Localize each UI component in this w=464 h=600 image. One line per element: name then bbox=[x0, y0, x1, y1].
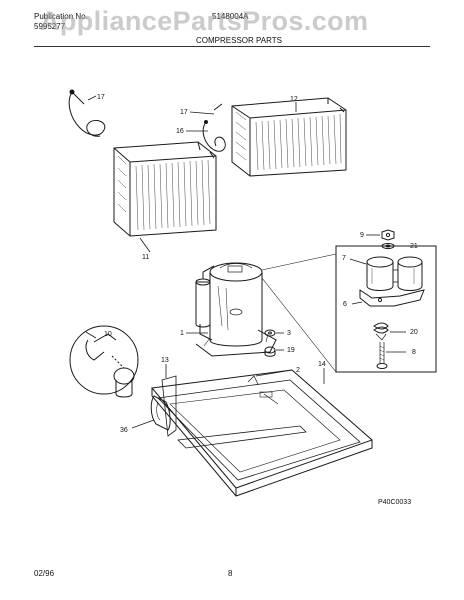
capillary-tube-coil bbox=[68, 89, 106, 137]
grommet bbox=[264, 329, 276, 337]
footer-page-number: 8 bbox=[228, 569, 233, 578]
nut bbox=[381, 229, 395, 241]
spring-clip bbox=[373, 322, 389, 341]
publication-label: Publication No. bbox=[34, 12, 88, 21]
callout-12: 12 bbox=[290, 96, 298, 103]
callout-10: 10 bbox=[104, 331, 112, 338]
callout-36: 36 bbox=[120, 427, 128, 434]
base-rails bbox=[161, 375, 307, 449]
callout-13: 13 bbox=[161, 357, 169, 364]
callout-17-a: 17 bbox=[97, 94, 105, 101]
mounting-bracket bbox=[359, 289, 425, 307]
capillary-tube-small bbox=[202, 103, 226, 152]
grommet-sleeve bbox=[264, 346, 276, 357]
watermark-logo: AppliancePartsPros.com bbox=[40, 6, 369, 36]
callout-17-b: 17 bbox=[180, 109, 188, 116]
evaporator-coil bbox=[231, 97, 347, 177]
mounting-screw bbox=[376, 342, 388, 369]
overload-detail-circle bbox=[69, 325, 139, 398]
callout-7: 7 bbox=[342, 255, 346, 262]
base-pan bbox=[151, 369, 373, 497]
callout-16: 16 bbox=[176, 128, 184, 135]
callout-6: 6 bbox=[343, 301, 347, 308]
model-number: 5148004A bbox=[212, 12, 249, 21]
washer bbox=[381, 242, 395, 250]
callout-3: 3 bbox=[287, 330, 291, 337]
callout-20: 20 bbox=[410, 329, 418, 336]
callout-9: 9 bbox=[360, 232, 364, 239]
condenser-coil bbox=[113, 141, 217, 237]
callout-1: 1 bbox=[180, 330, 184, 337]
drawing-code: P40C0033 bbox=[378, 499, 411, 506]
terminal-cover bbox=[366, 256, 423, 291]
callout-8: 8 bbox=[412, 349, 416, 356]
compressor bbox=[195, 262, 277, 357]
callout-11: 11 bbox=[142, 254, 149, 261]
footer-date: 02/96 bbox=[34, 569, 55, 578]
header-rule bbox=[34, 46, 430, 47]
section-title: COMPRESSOR PARTS bbox=[196, 36, 282, 45]
callout-21: 21 bbox=[410, 243, 418, 250]
base-handle bbox=[150, 395, 171, 431]
callout-19: 19 bbox=[287, 347, 295, 354]
callout-14: 14 bbox=[318, 361, 326, 368]
publication-number: 5995277 bbox=[34, 22, 66, 31]
callout-2: 2 bbox=[296, 367, 300, 374]
